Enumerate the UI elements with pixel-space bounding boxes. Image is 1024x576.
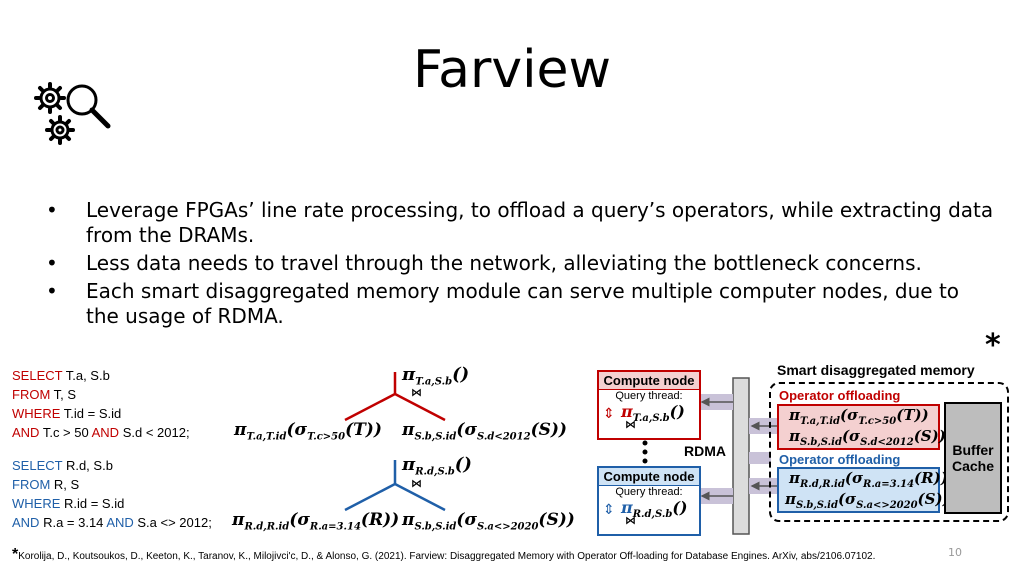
- rdma-label: RDMA: [684, 443, 726, 459]
- q2-join-icon: ⋈: [411, 477, 422, 490]
- q2-right-operator: πS.b,S.id(σS.a<>2020(S)): [402, 510, 575, 533]
- bullet-item: Each smart disaggregated memory module c…: [46, 279, 996, 329]
- offload2-line2: πS.b,S.id(σS.a<>2020(S)): [785, 490, 950, 511]
- reference: *Korolija, D., Koutsoukos, D., Keeton, K…: [12, 546, 1022, 563]
- offload1-line2: πS.b,S.id(σS.d<2012(S)): [789, 427, 946, 448]
- sql-line: FROM R, S: [12, 477, 80, 492]
- bullet-list: Leverage FPGAs’ line rate processing, to…: [46, 198, 996, 332]
- node2-join-icon: ⋈: [625, 514, 636, 527]
- sql-line: AND T.c > 50 AND S.d < 2012;: [12, 425, 190, 440]
- compute-node-2: Compute node Query thread: ⇕ πR.d,S.b() …: [597, 466, 701, 536]
- sql-line: FROM T, S: [12, 387, 77, 402]
- bullet-item: Less data needs to travel through the ne…: [46, 251, 996, 276]
- cache-label: Cache: [951, 458, 995, 474]
- q1-left-operator: πT.a,T.id(σT.c>50(T)): [234, 420, 382, 443]
- offload1-box: πT.a,T.id(σT.c>50(T)) πS.b,S.id(σS.d<201…: [777, 404, 946, 450]
- thread-content: ⇕ πR.d,S.b() ⋈: [599, 498, 699, 527]
- thread-icon: ⇕: [603, 502, 615, 518]
- compute-node-title: Compute node: [599, 468, 699, 486]
- sql-line: AND R.a = 3.14 AND S.a <> 2012;: [12, 515, 212, 530]
- query1-sql: SELECT T.a, S.b FROM T, S WHERE T.id = S…: [12, 366, 190, 442]
- q1-top-projection: πT.a,S.b(): [402, 364, 470, 388]
- q1-join-icon: ⋈: [411, 386, 422, 399]
- query-thread-label: Query thread:: [615, 486, 683, 498]
- reference-star: *: [12, 546, 19, 563]
- offload2-line1: πR.d,R.id(σR.a=3.14(R)): [789, 469, 948, 490]
- node2-projection: πR.d,S.b(): [621, 498, 688, 521]
- node1-projection: πT.a,S.b(): [621, 402, 685, 425]
- sql-line: WHERE R.id = S.id: [12, 496, 125, 511]
- q2-left-operator: πR.d,R.id(σR.a=3.14(R)): [232, 510, 400, 533]
- q2-top-projection: πR.d,S.b(): [402, 454, 472, 478]
- reference-text: Korolija, D., Koutsoukos, D., Keeton, K.…: [18, 551, 876, 562]
- sql-line: SELECT T.a, S.b: [12, 368, 110, 383]
- offload2-box: πR.d,R.id(σR.a=3.14(R)) πS.b,S.id(σS.a<>…: [777, 467, 950, 513]
- query2-sql: SELECT R.d, S.b FROM R, S WHERE R.id = S…: [12, 456, 212, 532]
- offload1-title: Operator offloading: [779, 388, 901, 403]
- sql-line: WHERE T.id = S.id: [12, 406, 122, 421]
- buffer-label: Buffer: [952, 442, 994, 458]
- compute-node-1: Compute node Query thread: ⇕ πT.a,S.b() …: [597, 370, 701, 440]
- compute-node-title: Compute node: [599, 372, 699, 390]
- gears-search-icon: [30, 78, 115, 148]
- page-number: 10: [948, 546, 962, 559]
- sql-line: SELECT R.d, S.b: [12, 458, 113, 473]
- citation-star: *: [985, 328, 1001, 363]
- buffer-cache: Buffer Cache: [944, 402, 1002, 514]
- bullet-item: Leverage FPGAs’ line rate processing, to…: [46, 198, 996, 248]
- offload2-title: Operator offloading: [779, 452, 901, 467]
- query-thread-label: Query thread:: [615, 390, 683, 402]
- node1-join-icon: ⋈: [625, 418, 636, 431]
- thread-content: ⇕ πT.a,S.b() ⋈: [599, 402, 699, 431]
- slide-title: Farview: [412, 40, 612, 100]
- smart-memory-title: Smart disaggregated memory: [777, 362, 975, 378]
- offload1-line1: πT.a,T.id(σT.c>50(T)): [789, 406, 929, 427]
- smart-memory-module: [769, 382, 1009, 522]
- thread-icon: ⇕: [603, 406, 615, 422]
- q1-right-operator: πS.b,S.id(σS.d<2012(S)): [402, 420, 567, 443]
